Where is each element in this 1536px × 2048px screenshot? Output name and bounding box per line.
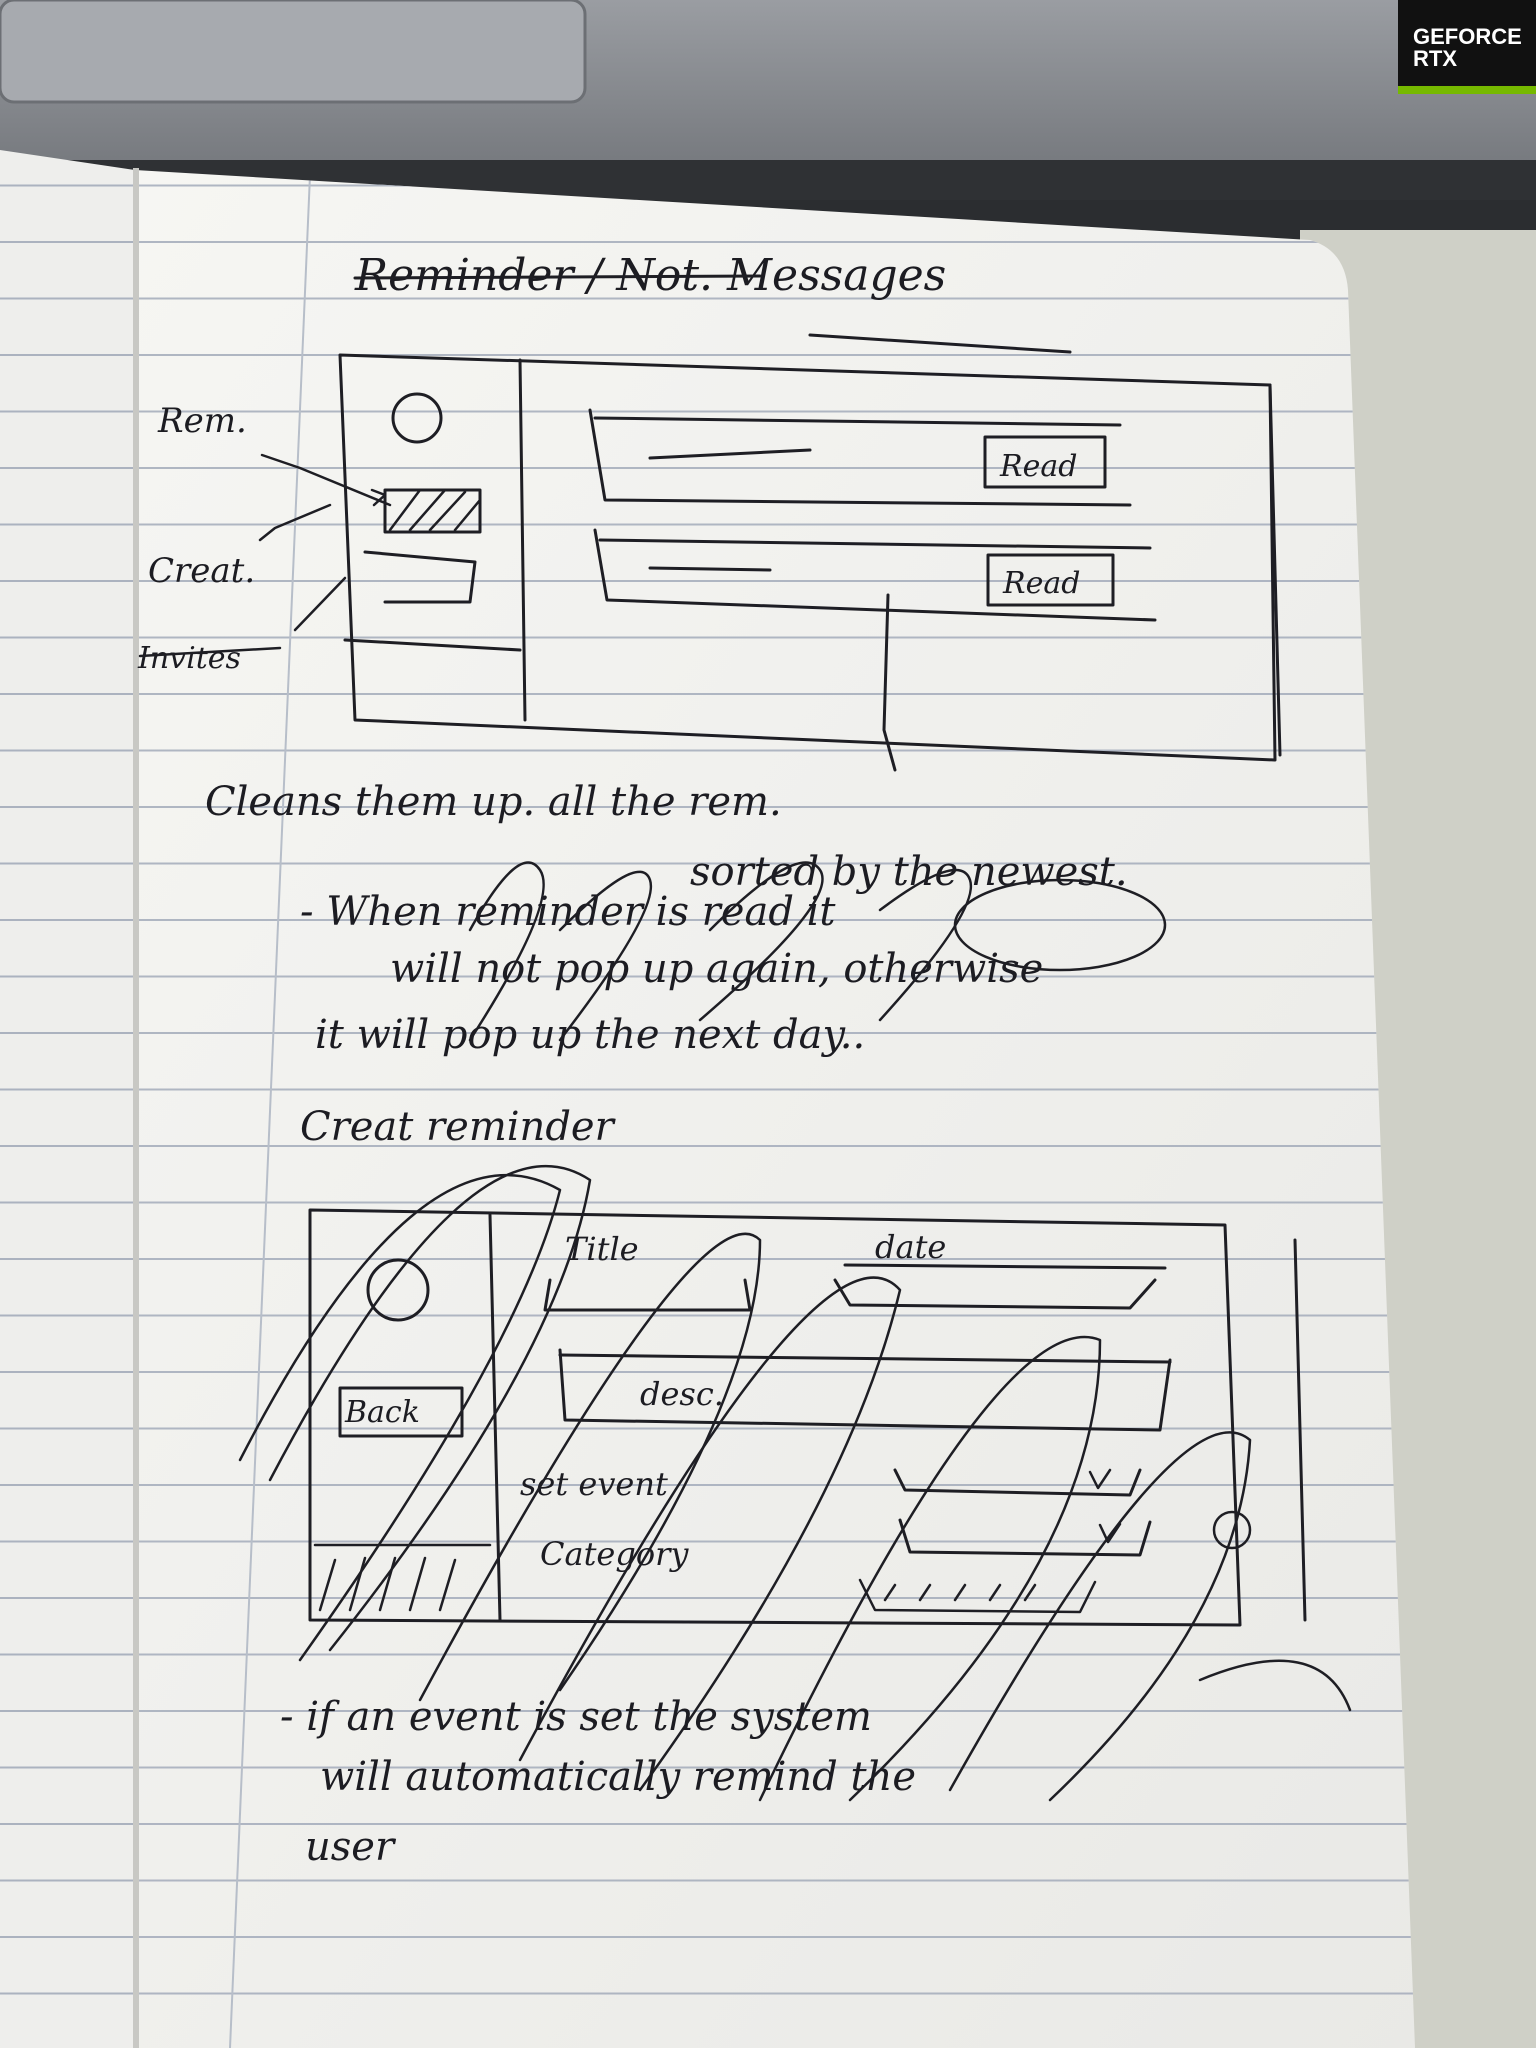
read-button-2-label: Read	[1002, 566, 1080, 601]
read-button-2	[986, 553, 1115, 607]
selected-hatching	[388, 488, 482, 532]
scribble-over-text-1	[468, 861, 973, 1042]
category-label: Category	[540, 1535, 689, 1573]
text-line-1-2: sorted by the newest.	[690, 849, 1128, 895]
desc-input	[558, 1348, 1172, 1432]
set-event-dropdown	[893, 1468, 1142, 1497]
wireframe-2-frame	[308, 1208, 1242, 1627]
wireframe-2: Back Title date desc. set event Category	[308, 1208, 1307, 1627]
label-reminders: Rem.	[157, 401, 247, 441]
wireframe-2-scrollbar	[1293, 1238, 1307, 1622]
laptop-touchpad	[0, 0, 587, 104]
text-line-1-5: it will pop up the next day..	[315, 1012, 865, 1058]
list-item-1-text-line	[648, 448, 812, 460]
text-line-1-4: will not pop up again, otherwise	[390, 946, 1043, 992]
wireframe-1-frame	[338, 353, 1277, 762]
text-line-1-1: Cleans them up. all the rem.	[205, 779, 782, 825]
sidebar-item-create	[363, 550, 477, 604]
laptop-body	[0, 0, 1536, 200]
arrow-create	[258, 503, 332, 542]
sidebar-item-invites	[343, 638, 522, 652]
arrow-invites	[293, 576, 347, 632]
wireframe-1-scrollbar	[1268, 383, 1282, 757]
label-create: Creat.	[148, 551, 255, 591]
sidebar-hatching	[313, 1543, 492, 1612]
scribble-over-wireframe-2	[238, 1164, 1352, 1802]
sticker-accent-stripe	[1398, 86, 1536, 94]
date-input	[833, 1278, 1157, 1310]
wireframe-1: Read Read	[338, 353, 1282, 772]
avatar-circle-2	[366, 1258, 430, 1322]
submit-button-hatched	[858, 1578, 1097, 1614]
label-invites-strikethrough	[138, 646, 282, 658]
avatar-circle	[391, 392, 443, 444]
read-button-1	[983, 435, 1107, 489]
list-item-2-text-line	[648, 566, 772, 572]
text-line-2-1: - if an event is set the system	[280, 1694, 872, 1740]
read-button-1-label: Read	[999, 449, 1077, 484]
text-line-2-2: will automatically remind the	[320, 1754, 916, 1800]
right-notebook-page	[135, 170, 1415, 2048]
text-line-2-3: user	[305, 1824, 397, 1870]
title-strikethrough	[353, 274, 762, 280]
text-line-1-3: - When reminder is read it	[300, 889, 836, 935]
handwritten-notes: Reminder / Not. Messages Read Read	[137, 250, 1352, 1870]
category-dropdown	[898, 1518, 1152, 1557]
list-item-2-border	[593, 528, 1157, 622]
label-invites: Invites	[137, 641, 241, 676]
chevron-down-icon	[1088, 1468, 1112, 1490]
wireframe-1-sidebar-divider	[518, 358, 527, 722]
list-item-1-border	[588, 408, 1132, 507]
desc-label: desc.	[640, 1375, 724, 1413]
left-notebook-page	[0, 150, 135, 2048]
back-button-label: Back	[344, 1395, 420, 1430]
create-heading: Creat reminder	[300, 1104, 617, 1150]
sticker-line1: GEFORCE	[1413, 24, 1522, 49]
margin-line	[229, 174, 311, 2048]
chevron-down-icon-2	[1098, 1522, 1122, 1544]
title-underline	[808, 333, 1072, 354]
sidebar-item-reminders	[383, 488, 482, 534]
stray-vertical-stroke	[882, 593, 897, 772]
arrow-reminders	[260, 453, 392, 507]
date-label: date	[875, 1228, 946, 1266]
geforce-rtx-sticker: GEFORCE RTX	[1398, 0, 1536, 94]
title-input	[543, 1278, 752, 1312]
sticker-line2: RTX	[1413, 46, 1457, 71]
wireframe-2-sidebar-divider	[488, 1213, 502, 1622]
set-event-label: set event	[520, 1465, 668, 1503]
